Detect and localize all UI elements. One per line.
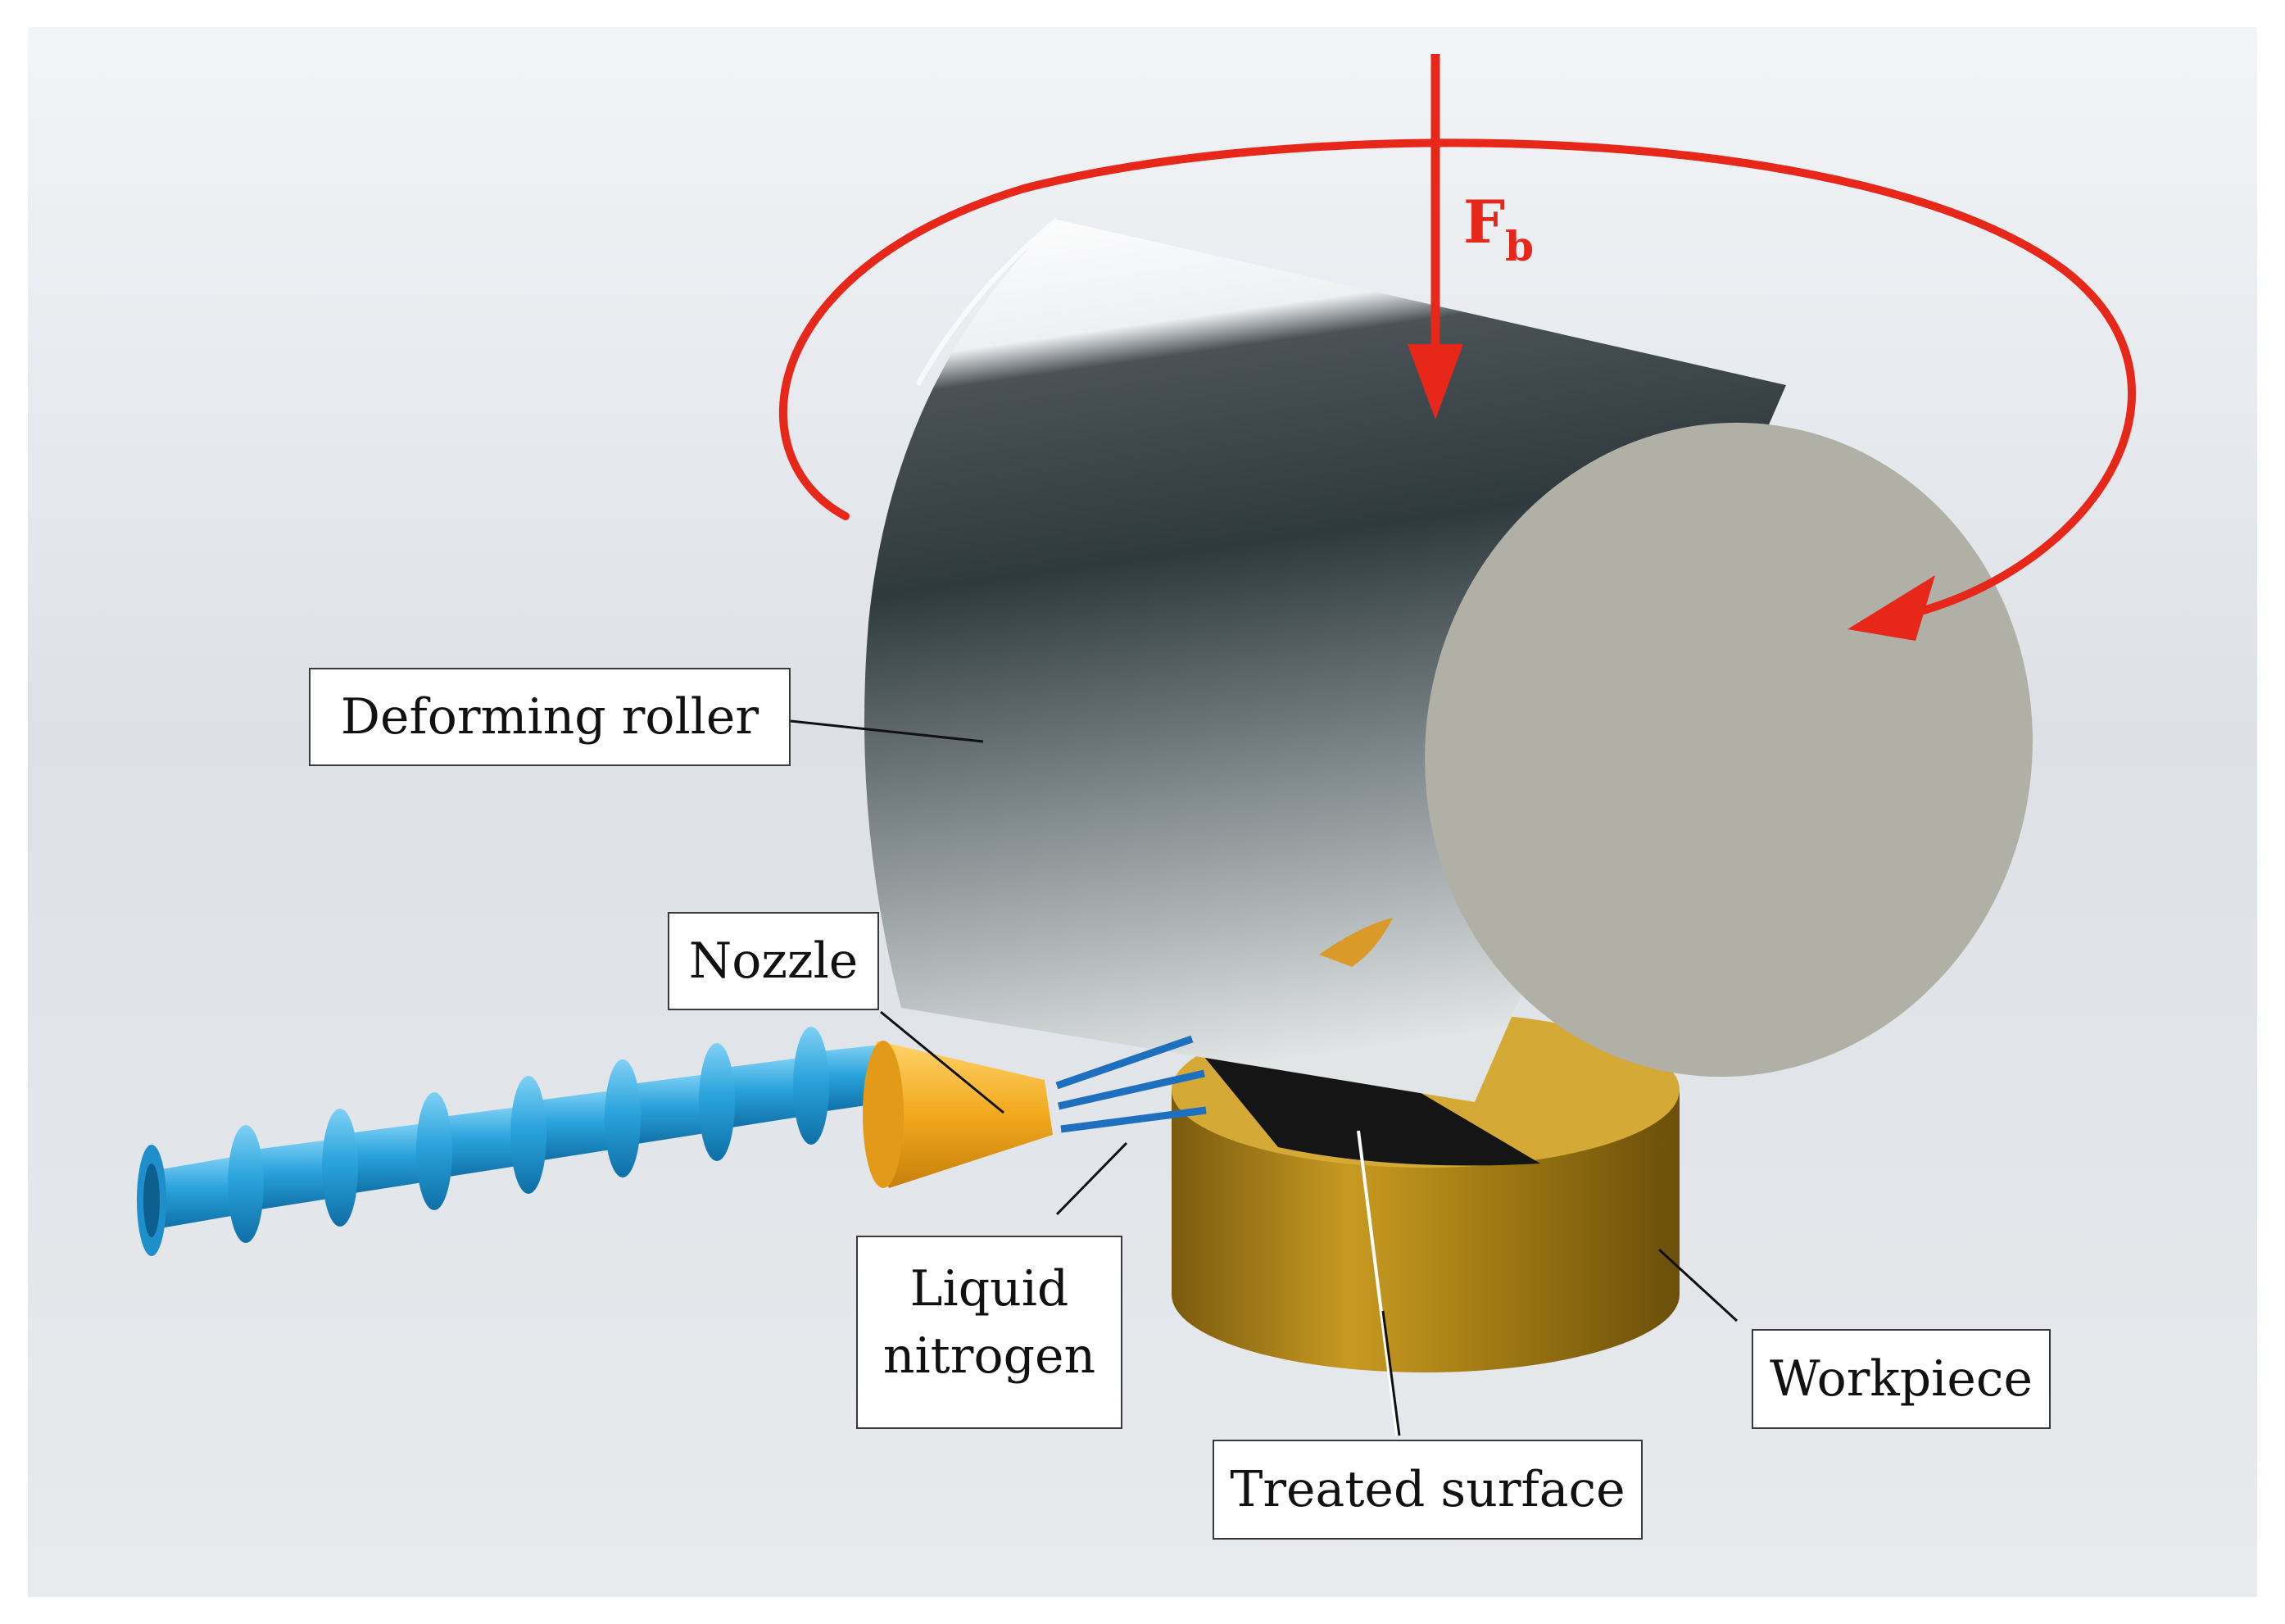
liquid-nitrogen-jets — [1055, 1035, 1207, 1133]
hose-segment — [699, 1043, 815, 1161]
label-workpiece-text: Workpiece — [1770, 1350, 2033, 1408]
force-symbol: F — [1463, 187, 1506, 256]
label-liquid-nitrogen-line1: Liquid — [909, 1260, 1069, 1318]
leader-line-workpiece — [1657, 1248, 1739, 1322]
force-label: Fb — [1463, 193, 1534, 267]
leader-line-surface — [1381, 1310, 1401, 1436]
label-deforming-roller-text: Deforming roller — [340, 688, 759, 746]
label-treated-surface-text: Treated surface — [1230, 1461, 1625, 1518]
coolant-hose — [137, 1027, 889, 1256]
force-arrow — [1408, 54, 1463, 420]
label-nozzle-text: Nozzle — [688, 932, 859, 990]
nitrogen-jet — [1060, 1106, 1207, 1133]
hose-segment — [510, 1076, 627, 1194]
hose-segment — [605, 1059, 721, 1177]
leader-line-surface-top — [1357, 1130, 1399, 1436]
label-nozzle: Nozzle — [668, 912, 879, 1010]
roller-face — [1425, 422, 2033, 1077]
hose-segment — [137, 1145, 250, 1256]
label-workpiece: Workpiece — [1752, 1329, 2051, 1429]
nitrogen-jet — [1055, 1035, 1194, 1090]
nitrogen-jet — [1058, 1069, 1205, 1110]
rotation-arrow-head — [1847, 575, 1935, 641]
force-arrow-head — [1408, 344, 1463, 420]
label-treated-surface: Treated surface — [1213, 1440, 1643, 1540]
hose-segment — [322, 1109, 438, 1227]
label-liquid-nitrogen: Liquid nitrogen — [856, 1236, 1122, 1429]
hose-segment — [416, 1092, 533, 1210]
leader-line-nozzle — [880, 1010, 1004, 1114]
hose-segment — [228, 1125, 344, 1243]
deforming-roller — [864, 217, 2033, 1102]
label-deforming-roller: Deforming roller — [309, 668, 791, 766]
leader-lines — [790, 719, 1739, 1436]
leader-line-nitrogen — [1055, 1141, 1128, 1216]
nozzle — [863, 1041, 1053, 1188]
force-subscript: b — [1505, 222, 1535, 270]
leader-line-roller — [790, 719, 984, 743]
label-liquid-nitrogen-line2: nitrogen — [882, 1327, 1096, 1385]
rotation-arrow — [778, 138, 2136, 641]
